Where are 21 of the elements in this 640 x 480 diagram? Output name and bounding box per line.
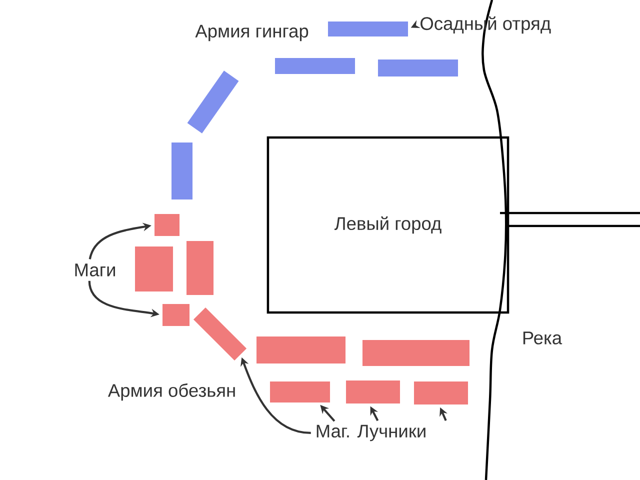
- troop-block: [172, 142, 192, 200]
- troop-block: [186, 241, 214, 295]
- callout-text: Маги: [75, 264, 115, 276]
- troop-block: [270, 382, 330, 402]
- troop-block: [162, 304, 190, 326]
- troop-block: [346, 380, 400, 404]
- troop-block: [328, 22, 408, 36]
- troop-block: [187, 70, 239, 134]
- troop-block: [256, 336, 346, 364]
- troop-block: [275, 58, 355, 74]
- map-label: Река: [523, 332, 562, 344]
- troop-block: [362, 340, 470, 366]
- callout-text: Маг. Лучники: [316, 424, 426, 442]
- city-box: Левый город: [266, 136, 510, 314]
- troop-block: [154, 214, 180, 236]
- troop-block: [378, 60, 458, 76]
- troop-block: [135, 246, 173, 292]
- map-label: Армия обезьян: [108, 383, 235, 401]
- troop-block: [414, 382, 468, 404]
- troop-block: [193, 307, 247, 361]
- map-label: Армия гингар: [195, 24, 308, 42]
